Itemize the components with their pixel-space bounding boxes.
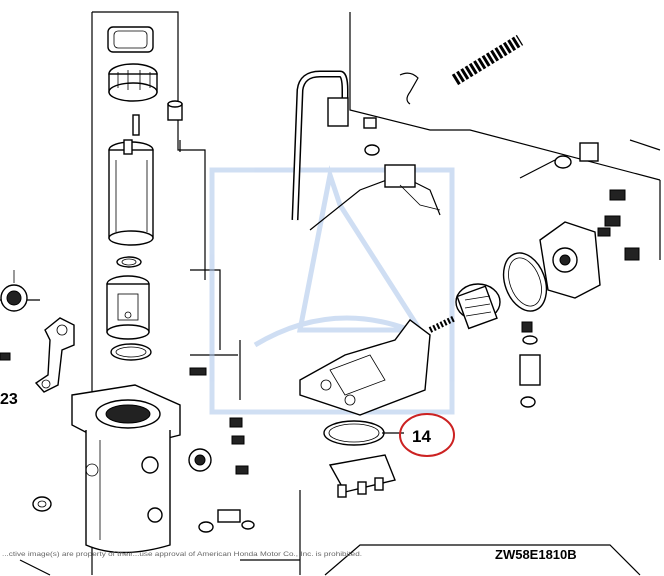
housing-o-ring-icon xyxy=(323,420,385,446)
filter-housing-icon xyxy=(299,319,431,416)
fuel-filter-cartridge-icon xyxy=(455,283,501,330)
fuel-pump-assembly-icon xyxy=(108,114,154,246)
bracket-part-icon xyxy=(34,317,75,393)
large-o-ring-icon xyxy=(502,252,548,312)
strainer-o-ring-icon xyxy=(110,343,152,361)
bolt-top-right-icon xyxy=(519,142,640,261)
callout-number: 14 xyxy=(412,427,431,446)
drain-screw-icon xyxy=(198,509,255,533)
float-cap-icon xyxy=(328,454,396,498)
small-bushing xyxy=(167,100,183,121)
fuel-hose-icon xyxy=(291,70,349,221)
pump-cover-icon xyxy=(539,221,601,299)
float-valve-icon xyxy=(188,448,212,472)
watermark-logo xyxy=(209,165,455,415)
fuel-strainer-icon xyxy=(106,275,150,340)
check-valve-icon xyxy=(519,321,541,408)
reference-number: 23 xyxy=(0,391,18,408)
wiring-harness-icon xyxy=(309,164,441,231)
pump-holder-ring xyxy=(108,63,158,102)
separator-housing-icon xyxy=(71,384,181,554)
diagram-code: ZW58E1810B xyxy=(495,547,577,562)
pump-o-ring-icon xyxy=(116,256,142,268)
bolt-small-icon xyxy=(363,117,380,156)
copyright-notice: ...ctive image(s) are property of their.… xyxy=(2,552,362,558)
strainer-gasket-top xyxy=(107,26,154,53)
gear-part-icon xyxy=(0,270,28,312)
spring-icon xyxy=(451,34,524,86)
small-screw-left-icon xyxy=(0,352,11,361)
clip-icon xyxy=(399,72,419,105)
washer-left-icon xyxy=(32,496,52,512)
screws-column-icon xyxy=(189,367,249,475)
filter-spring-icon xyxy=(428,315,457,333)
callout-14: 14 xyxy=(382,413,455,457)
